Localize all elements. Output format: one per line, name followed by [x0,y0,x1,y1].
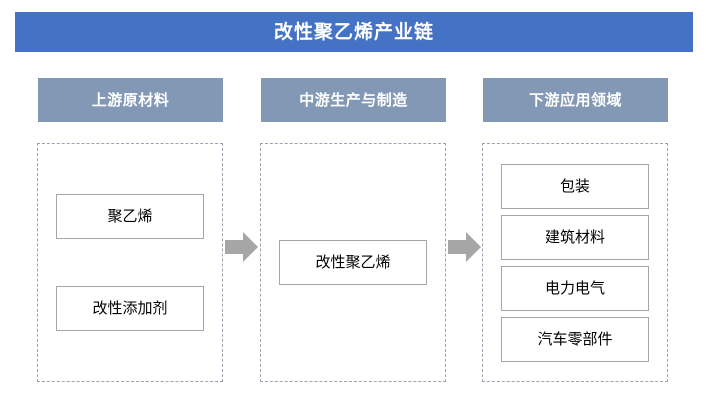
column-body-upstream: 聚乙烯 改性添加剂 [37,143,223,382]
page-title: 改性聚乙烯产业链 [273,21,434,43]
column-header-downstream-label: 下游应用领域 [528,91,622,109]
column-body-downstream: 包装 建筑材料 电力电气 汽车零部件 [482,143,668,382]
column-items-downstream: 包装 建筑材料 电力电气 汽车零部件 [483,144,667,381]
column-header-upstream: 上游原材料 [38,78,223,122]
column-body-midstream: 改性聚乙烯 [260,143,446,382]
item-box-building-materials[interactable]: 建筑材料 [501,214,649,260]
column-header-upstream-label: 上游原材料 [91,91,170,109]
diagram-title-bar: 改性聚乙烯产业链 [15,12,693,52]
arrow-right-icon [225,231,259,263]
item-box-modifying-additive[interactable]: 改性添加剂 [56,286,204,331]
arrow-right-icon [448,231,482,263]
column-header-midstream: 中游生产与制造 [261,78,446,122]
item-box-auto-parts[interactable]: 汽车零部件 [501,316,649,362]
column-header-downstream: 下游应用领域 [483,78,668,122]
column-header-midstream-label: 中游生产与制造 [299,91,408,109]
item-box-polyethylene[interactable]: 聚乙烯 [56,194,204,239]
column-items-upstream: 聚乙烯 改性添加剂 [38,144,222,381]
column-items-midstream: 改性聚乙烯 [261,144,445,381]
item-box-modified-polyethylene[interactable]: 改性聚乙烯 [279,240,427,285]
item-box-power-electrical[interactable]: 电力电气 [501,265,649,311]
item-box-packaging[interactable]: 包装 [501,163,649,209]
